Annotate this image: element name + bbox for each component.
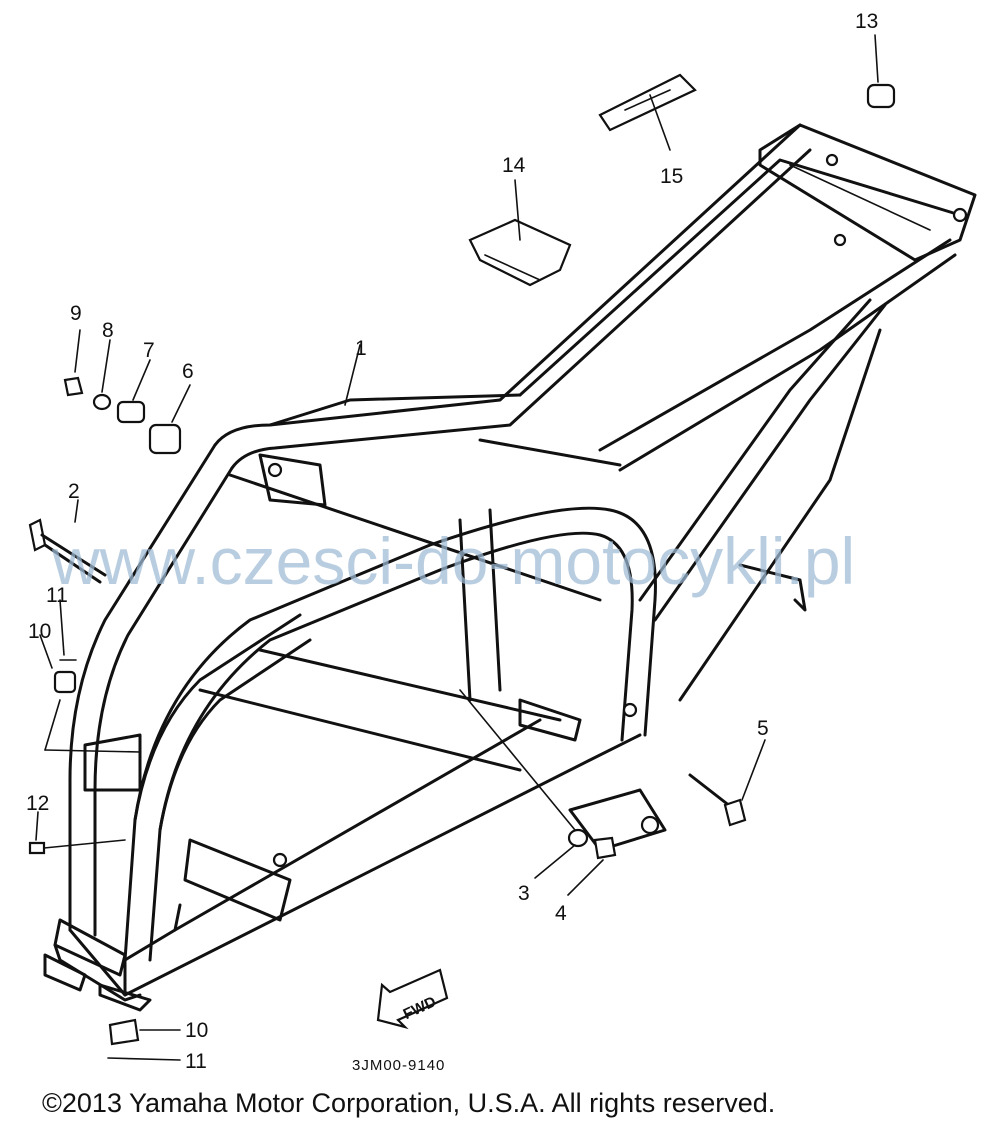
part-bolt-5 [688, 773, 747, 827]
callout-6: 6 [182, 360, 194, 383]
part-damper-13 [866, 83, 896, 109]
callout-9: 9 [70, 302, 82, 325]
part-damper-10-lower [108, 1018, 140, 1046]
leader-lines [35, 34, 879, 1031]
part-pin-11-lower [107, 1057, 181, 1061]
forward-direction-arrow: FWD [376, 968, 449, 1030]
part-collar-7 [116, 400, 146, 424]
diagram-code: 3JM00-9140 [352, 1057, 445, 1074]
part-collar-6 [148, 423, 182, 455]
callout-4: 4 [555, 902, 567, 925]
callout-8: 8 [102, 319, 114, 342]
part-bracket-15 [598, 73, 697, 132]
part-pad-14 [468, 218, 572, 287]
watermark-text: www.czesci-do-motocykli.pl [51, 524, 855, 598]
part-bolt-9 [63, 376, 84, 397]
callout-3: 3 [518, 882, 530, 905]
callout-1: 1 [355, 337, 367, 360]
callout-13: 13 [855, 10, 878, 33]
part-washer-8 [92, 393, 112, 411]
part-pin-12 [28, 839, 126, 855]
part-washer-3 [567, 828, 589, 848]
copyright-notice: ©2013 Yamaha Motor Corporation, U.S.A. A… [42, 1088, 775, 1118]
callout-15: 15 [660, 165, 683, 188]
callout-11-upper: 11 [46, 584, 68, 607]
part-bolt-2 [28, 518, 107, 584]
part-damper-10-upper [53, 670, 77, 694]
callout-7: 7 [143, 339, 155, 362]
callout-11-lower: 11 [185, 1050, 207, 1073]
callout-2: 2 [68, 480, 80, 503]
part-nut-4 [593, 836, 617, 860]
callout-10-upper: 10 [28, 620, 51, 643]
callout-labels: 1 2 3 4 5 6 7 8 9 10 10 11 11 12 13 14 1… [26, 10, 878, 1073]
callout-14: 14 [502, 154, 526, 177]
callout-5: 5 [757, 717, 769, 740]
callout-10-lower: 10 [185, 1019, 208, 1042]
main-frame-drawing [43, 123, 977, 1012]
callout-12: 12 [26, 792, 49, 815]
